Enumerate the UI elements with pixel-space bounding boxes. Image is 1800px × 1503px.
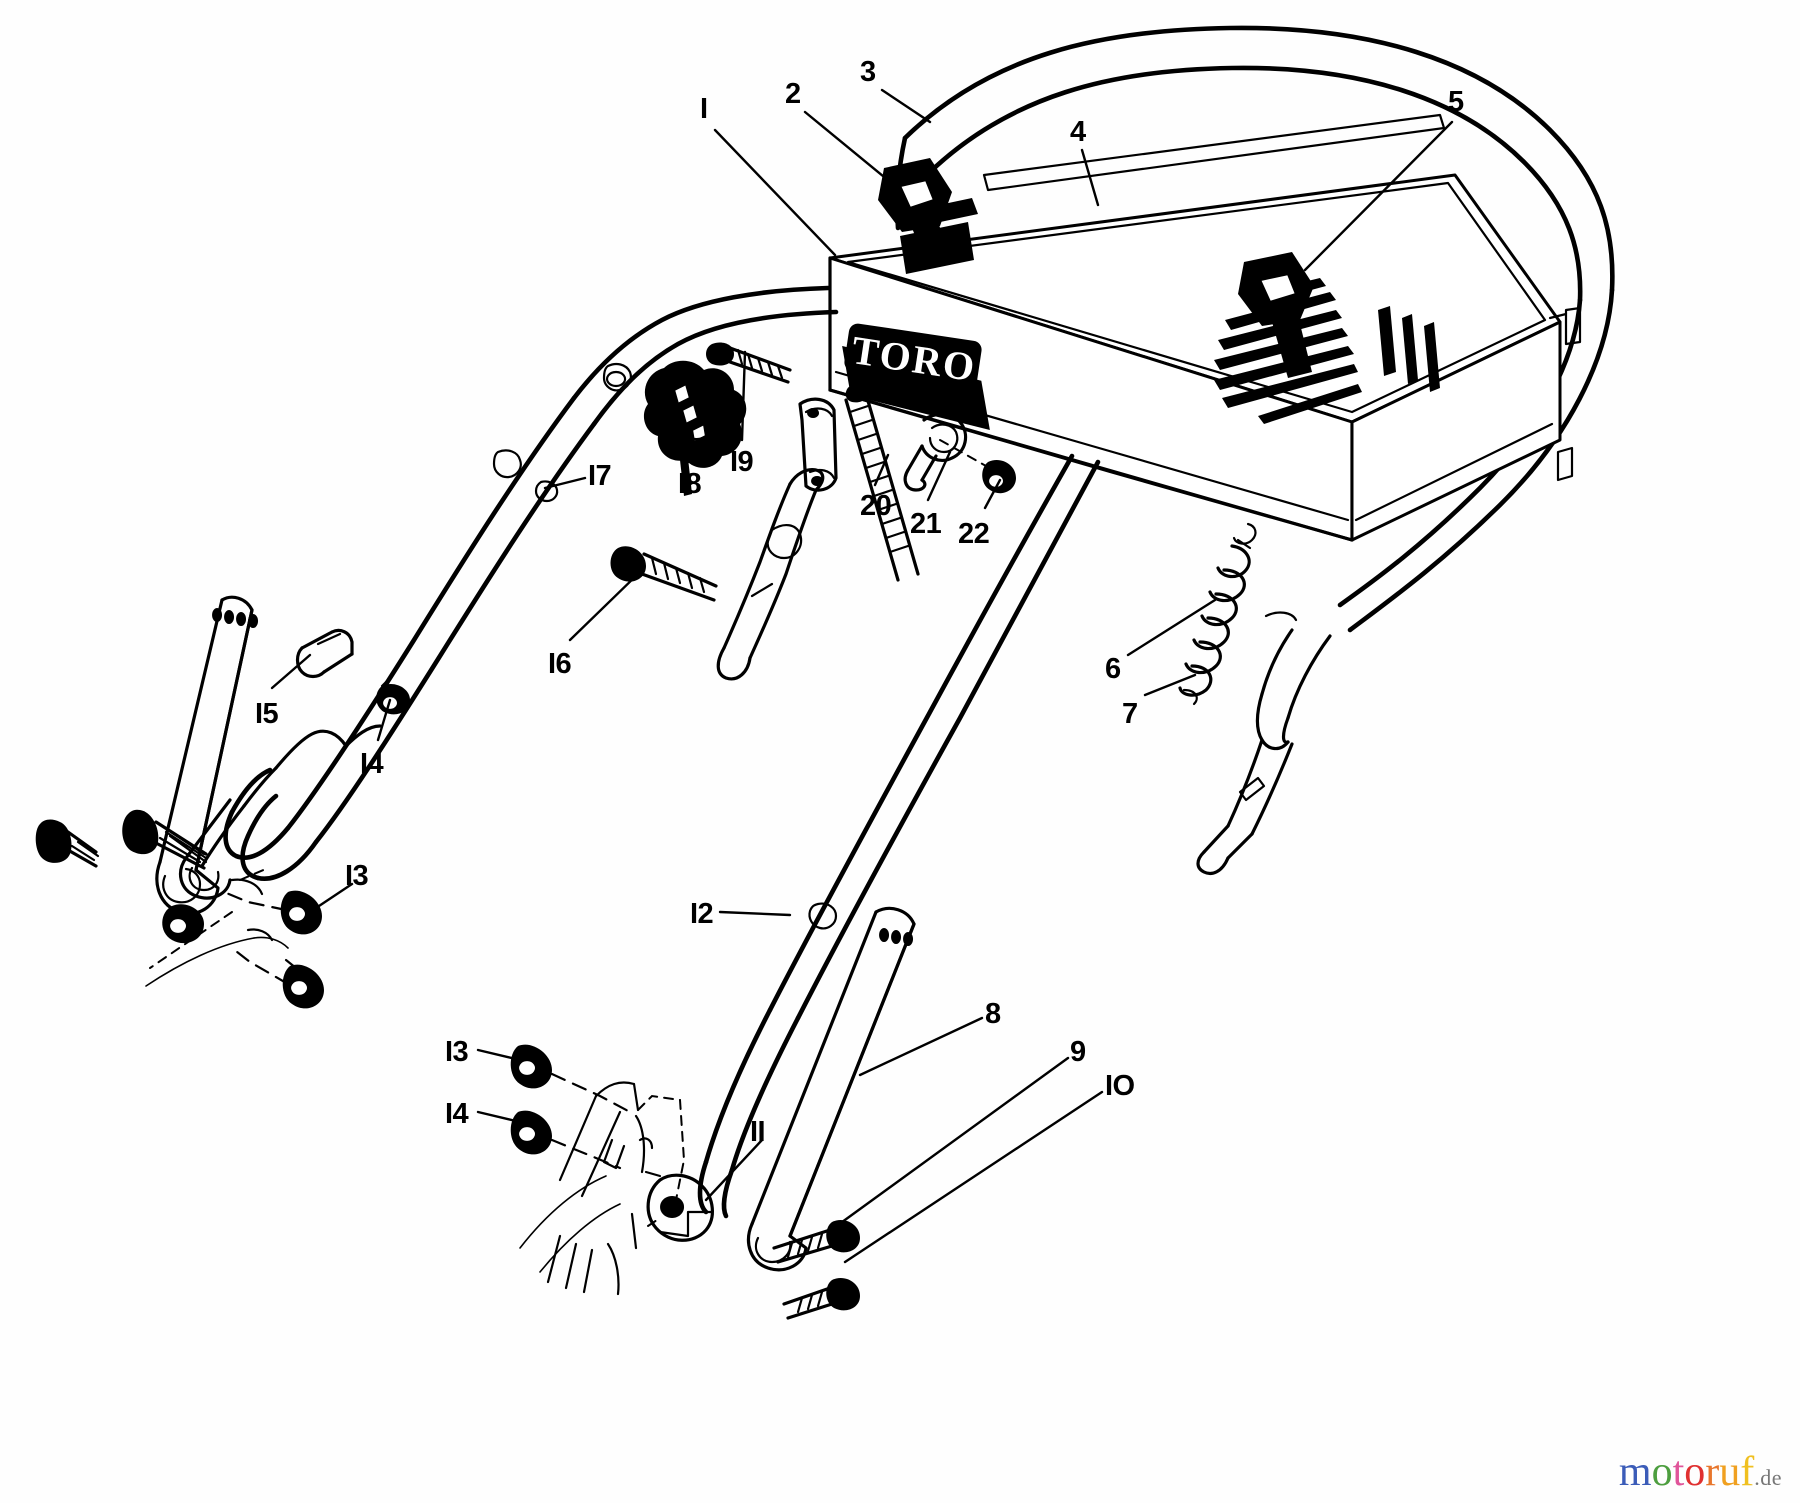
pin-15 xyxy=(295,628,354,679)
callout-number-18: I8 xyxy=(678,468,702,500)
callout-number-16: I6 xyxy=(548,648,572,680)
upper-handle-bar xyxy=(894,25,1615,633)
callout-number-13: I3 xyxy=(345,860,369,892)
spring-coil xyxy=(1178,522,1257,706)
center-mount-bracket xyxy=(716,468,825,681)
assembly-dash-3 xyxy=(149,911,233,969)
knob-18 xyxy=(643,360,747,496)
watermark-letter-3: o xyxy=(1684,1449,1706,1495)
callout-number-9: 9 xyxy=(1070,1036,1086,1068)
nut-22 xyxy=(939,439,1016,494)
leader-line-20 xyxy=(873,453,890,487)
leader-line-21 xyxy=(926,450,952,502)
carriage-screw-19 xyxy=(706,342,792,384)
callout-number-14b: I4 xyxy=(445,1098,469,1130)
watermark-letter-6: f xyxy=(1740,1449,1755,1495)
leader-line-22 xyxy=(983,478,1002,510)
bolt-16 xyxy=(610,546,718,602)
leader-line-12 xyxy=(718,910,792,917)
leader-line-11 xyxy=(704,1138,764,1202)
left-bracket-plate xyxy=(155,595,259,944)
bushing-20 xyxy=(798,397,838,492)
left-lever-knob xyxy=(878,158,952,268)
leader-line-2 xyxy=(803,110,902,192)
leader-line-6 xyxy=(1126,598,1217,657)
assembly-dash-1 xyxy=(222,890,288,912)
leader-line-1 xyxy=(713,128,837,257)
callout-number-15: I5 xyxy=(255,698,279,730)
assembly-dash-5 xyxy=(550,1072,632,1114)
toro-badge: TORO xyxy=(842,323,990,431)
assembly-dash-6 xyxy=(550,1138,622,1170)
leader-line-5 xyxy=(1303,120,1454,272)
lock-nut-14-lower xyxy=(510,1110,552,1155)
washer-14 xyxy=(376,674,410,715)
callout-leader-lines xyxy=(270,88,1454,1264)
hex-bolt-left-upper xyxy=(35,819,100,868)
leader-line-4 xyxy=(1080,148,1100,207)
callout-number-4: 4 xyxy=(1070,116,1086,148)
callout-number-5: 5 xyxy=(1448,86,1464,118)
leader-line-18 xyxy=(686,428,692,464)
callout-number-12: I2 xyxy=(690,898,714,930)
right-lever-knob xyxy=(1238,252,1314,378)
callout-number-7: 7 xyxy=(1122,698,1138,730)
leader-line-7 xyxy=(1143,673,1197,697)
left-inner-bracket xyxy=(178,724,382,900)
clip-21 xyxy=(903,412,968,492)
lock-nut-13-upper xyxy=(280,890,322,935)
callout-number-14: I4 xyxy=(360,748,384,780)
callout-number-22: 22 xyxy=(958,518,990,550)
screw-left-plate xyxy=(122,809,208,870)
lower-right-bracket-8 xyxy=(746,906,916,1272)
leader-line-9 xyxy=(836,1056,1070,1227)
lock-nut-14-lower-upper-cluster xyxy=(282,964,324,1009)
leader-line-8 xyxy=(858,1016,984,1077)
leader-line-19 xyxy=(740,350,747,442)
leader-line-10 xyxy=(843,1090,1104,1264)
callout-number-11: II xyxy=(750,1116,766,1148)
callout-number-3: 3 xyxy=(860,56,876,88)
callout-number-1: I xyxy=(700,93,708,125)
watermark-letter-2: t xyxy=(1672,1449,1685,1495)
leader-line-14b xyxy=(476,1110,522,1124)
control-console-housing xyxy=(828,173,1582,542)
lower-handle-left xyxy=(223,285,839,881)
screw-9 xyxy=(772,1219,860,1264)
watermark-letter-4: r xyxy=(1705,1449,1720,1495)
motoruf-watermark: motoruf.de xyxy=(1619,1451,1782,1493)
leader-line-13 xyxy=(308,882,354,914)
lock-nut-13-lower xyxy=(510,1044,552,1089)
deck-outline-left xyxy=(145,878,298,987)
watermark-letter-0: m xyxy=(1618,1449,1652,1495)
leader-line-17 xyxy=(543,476,587,490)
watermark-suffix: .de xyxy=(1754,1465,1782,1490)
leader-line-15 xyxy=(270,653,312,690)
deck-chassis-outline xyxy=(519,1081,714,1296)
callout-number-6: 6 xyxy=(1105,653,1121,685)
callout-number-10: IO xyxy=(1105,1070,1135,1102)
watermark-letter-1: o xyxy=(1651,1449,1673,1495)
leader-line-14 xyxy=(376,698,392,742)
watermark-letter-5: u xyxy=(1719,1449,1741,1495)
lower-handle-right xyxy=(646,453,1101,1242)
callout-number-2: 2 xyxy=(785,78,801,110)
threaded-rod-20 xyxy=(844,383,920,582)
leader-line-13b xyxy=(476,1048,522,1062)
callout-number-8: 8 xyxy=(985,998,1001,1030)
screw-10 xyxy=(782,1277,860,1320)
assembly-dash-2 xyxy=(230,946,290,986)
leader-line-16 xyxy=(568,570,642,642)
callout-number-21: 21 xyxy=(910,508,942,540)
callout-number-19: I9 xyxy=(730,446,754,478)
callout-number-13b: I3 xyxy=(445,1036,469,1068)
callout-number-17: I7 xyxy=(588,460,612,492)
right-side-bracket xyxy=(1196,611,1332,876)
callout-number-20: 20 xyxy=(860,490,892,522)
assembly-dash-4 xyxy=(239,867,269,881)
leader-line-3 xyxy=(880,88,932,124)
